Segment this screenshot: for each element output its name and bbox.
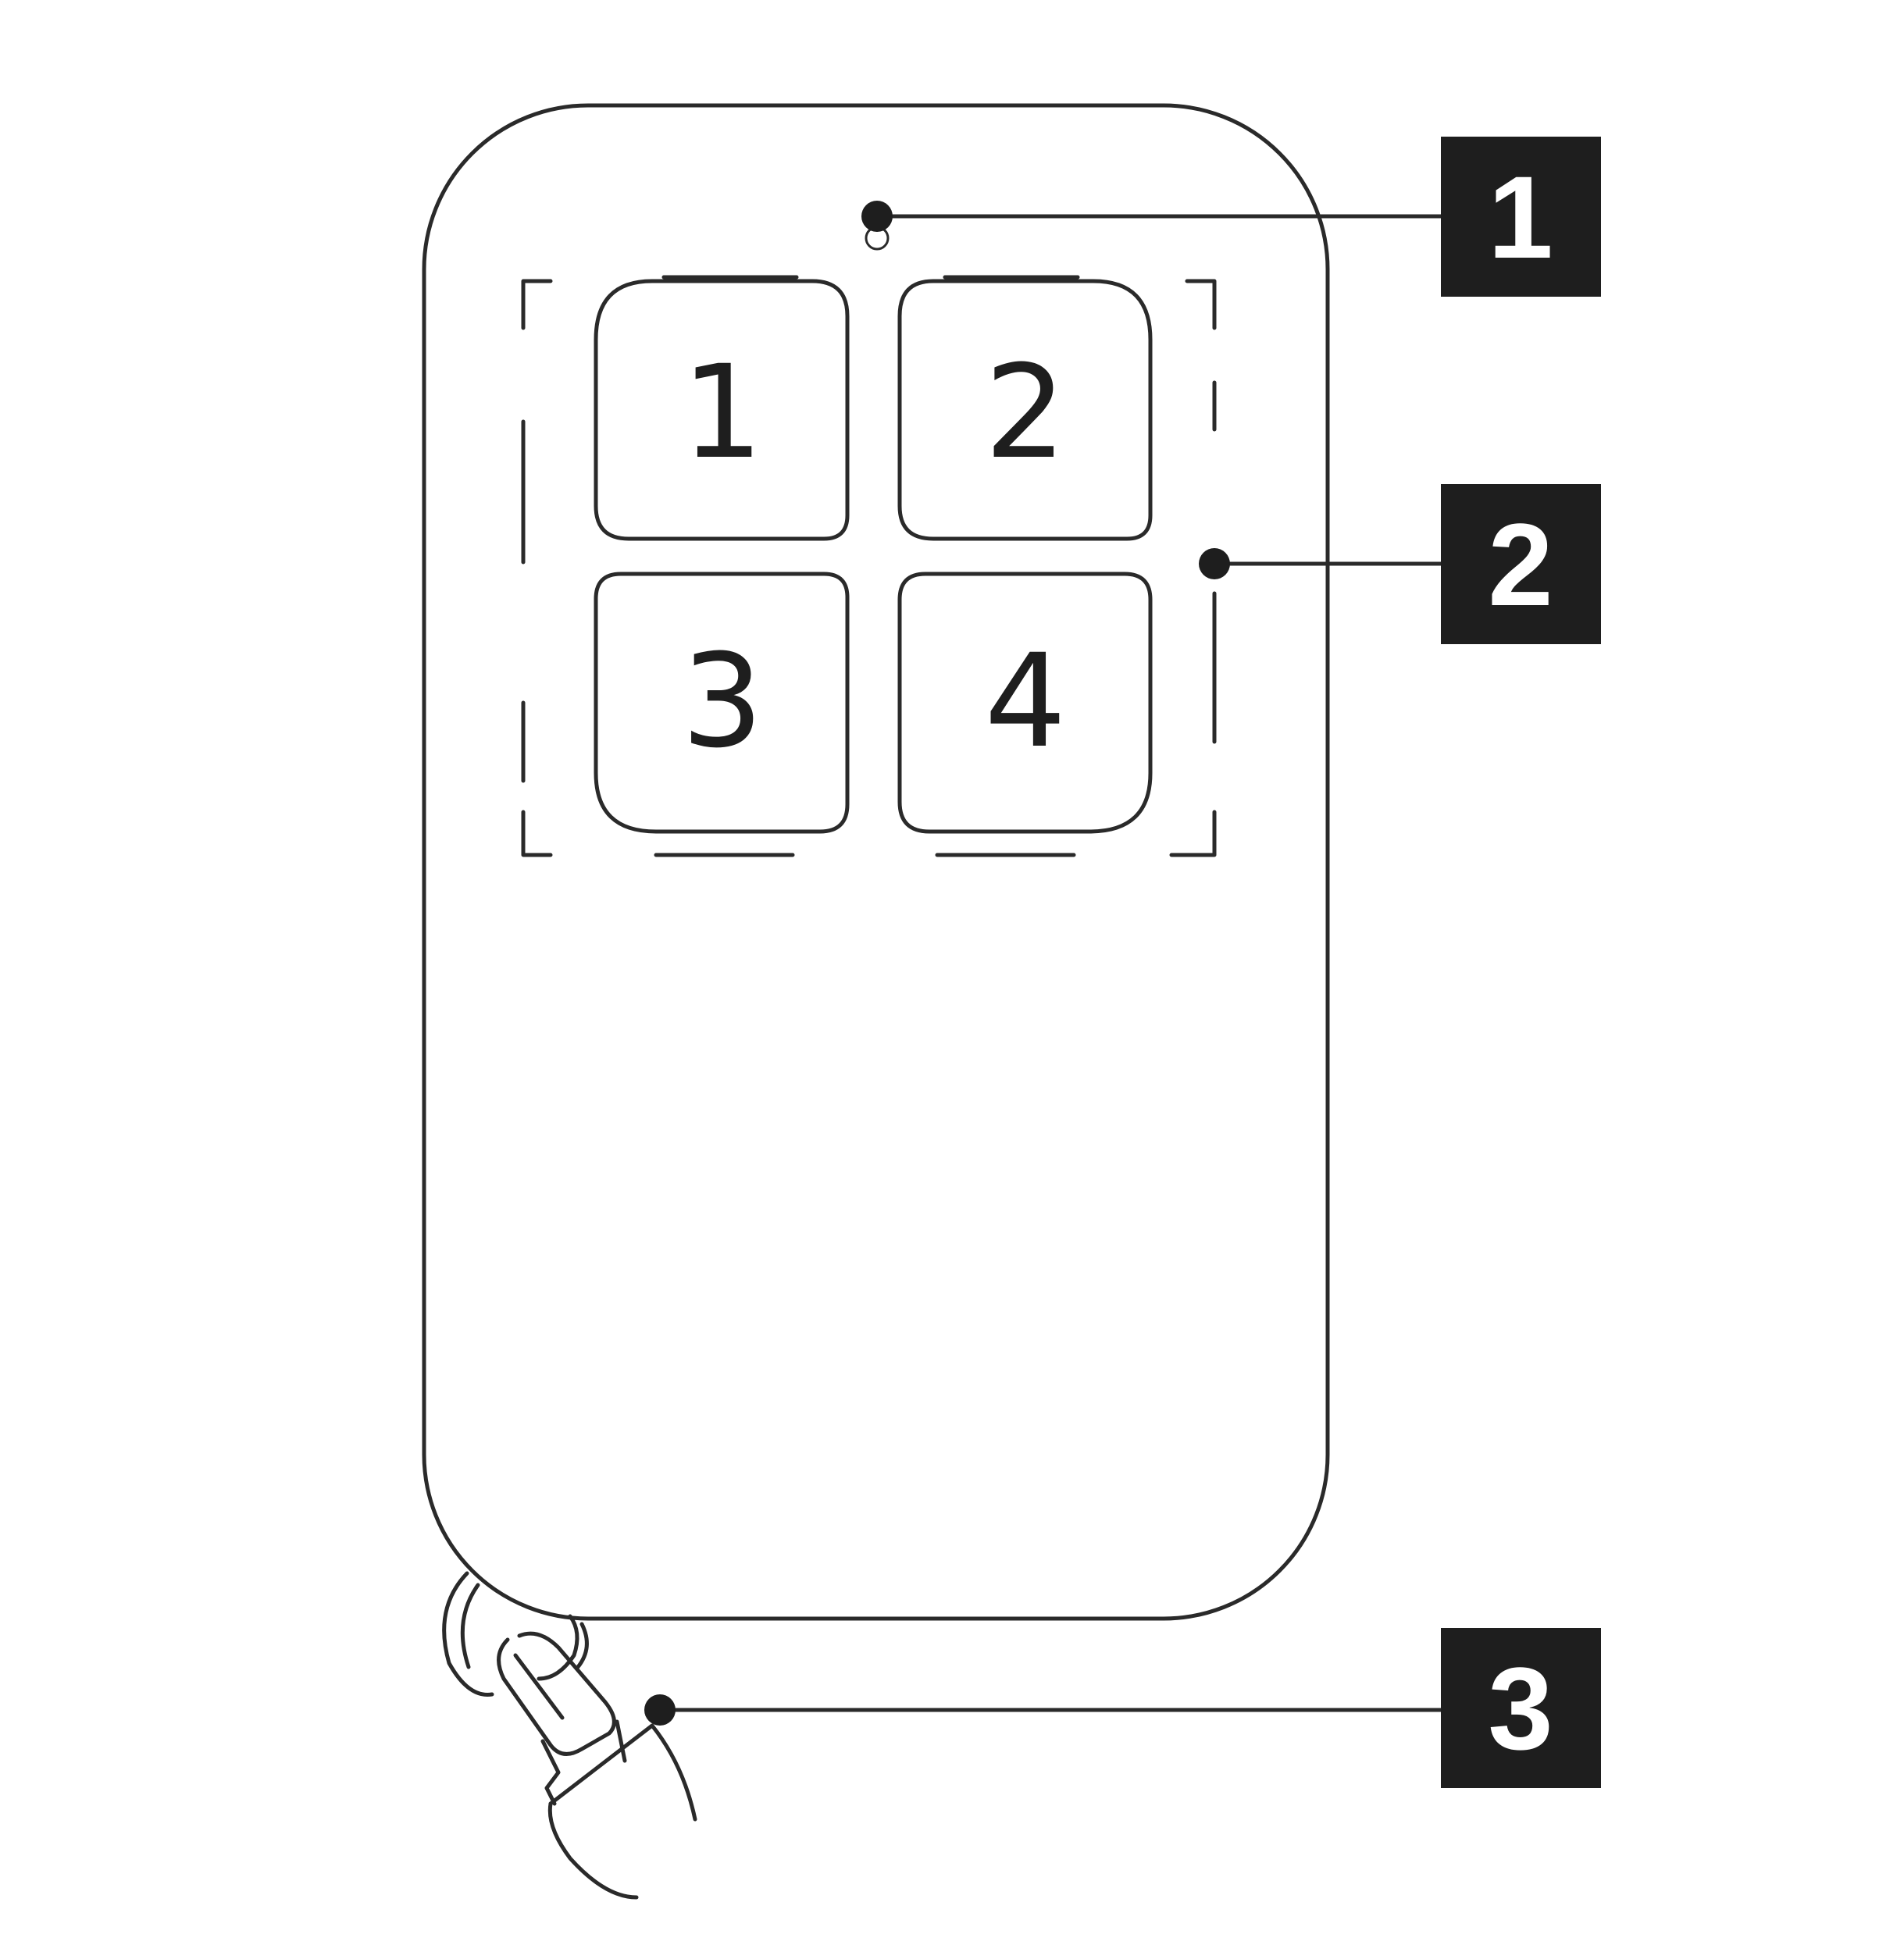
button-2-label: 2 [985,337,1067,487]
button-1-label: 1 [682,337,764,487]
callout-1: 1 [1441,137,1601,297]
leader-dot-1 [861,201,893,232]
remote-body [422,103,1330,1621]
button-3-label: 3 [682,626,764,776]
keypad-dashed-outline [521,275,1217,857]
callout-2: 2 [1441,484,1601,644]
button-1[interactable]: 1 [594,279,850,541]
button-2[interactable]: 2 [897,279,1153,541]
button-3[interactable]: 3 [594,572,850,834]
leader-dot-3 [644,1694,676,1726]
leader-lines [644,201,1443,1726]
callout-3-label: 3 [1488,1643,1553,1774]
button-4[interactable]: 4 [897,572,1153,834]
callout-1-label: 1 [1488,151,1553,283]
callout-3: 3 [1441,1628,1601,1788]
button-4-label: 4 [985,626,1067,776]
keyring-strap [442,1571,697,1900]
leader-dot-2 [1199,548,1230,579]
callout-2-label: 2 [1488,499,1553,630]
